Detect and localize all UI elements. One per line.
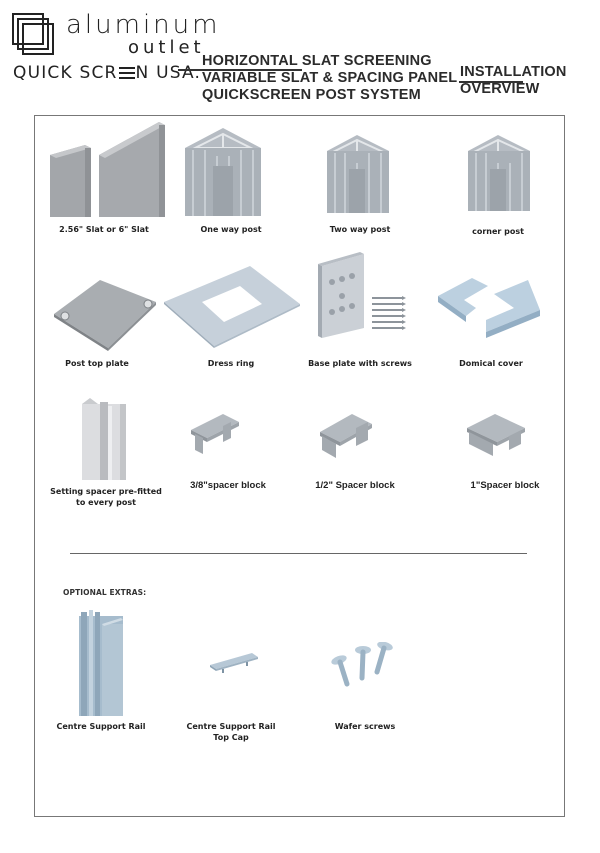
caption-setting-spacer-line2: to every post: [76, 498, 136, 507]
caption-wafer-screws: Wafer screws: [334, 722, 396, 731]
triple-bar-icon: [118, 67, 135, 79]
optional-extras-heading: OPTIONAL EXTRAS:: [63, 588, 147, 597]
setting-spacer-icon: [80, 396, 130, 480]
quick-screen-brand: QUICK SCR N USA.: [13, 63, 201, 83]
section-divider: [70, 553, 527, 554]
title-line-2: VARIABLE SLAT & SPACING PANEL: [202, 70, 458, 86]
components-frame: [34, 115, 565, 817]
caption-corner-post: corner post: [472, 227, 524, 236]
caption-domical-cover: Domical cover: [459, 359, 523, 368]
rail-top-cap-icon: [208, 651, 260, 673]
caption-spacer-3-8: 3/8"spacer block: [190, 480, 266, 491]
domical-cover-icon: [436, 270, 542, 340]
dress-ring-icon: [162, 262, 302, 348]
install-line-2: OVERVIEW: [460, 81, 540, 97]
caption-post-top-plate: Post top plate: [65, 359, 129, 368]
caption-two-way-post: Two way post: [329, 225, 391, 234]
base-plate-icon: [314, 252, 410, 340]
caption-one-way-post: One way post: [200, 225, 262, 234]
title-line-1: HORIZONTAL SLAT SCREENING: [202, 53, 432, 69]
brand-outlet: outlet: [128, 37, 205, 58]
slat-icon: [47, 120, 167, 220]
caption-spacer-1: 1"Spacer block: [470, 480, 540, 491]
centre-support-rail-icon: [77, 606, 125, 718]
install-line-1: INSTALLATION: [460, 64, 567, 80]
spacer-block-3-8-icon: [189, 410, 241, 456]
spacer-block-1-2-icon: [318, 410, 374, 460]
stacked-squares-icon: [12, 13, 56, 57]
caption-setting-spacer-line1: Setting spacer pre-fitted: [50, 487, 162, 496]
caption-centre-support-rail: Centre Support Rail: [56, 722, 146, 731]
installation-overview-heading: INSTALLATION OVERVIEW: [460, 64, 567, 98]
corner-post-icon: [466, 133, 532, 213]
title-line-3: QUICKSCREEN POST SYSTEM: [202, 87, 421, 103]
title-underline: [178, 69, 302, 71]
post-top-plate-icon: [52, 272, 158, 352]
caption-spacer-1-2: 1/2" Spacer block: [315, 480, 395, 491]
caption-base-plate: Base plate with screws: [308, 359, 412, 368]
document-title: HORIZONTAL SLAT SCREENING VARIABLE SLAT …: [202, 53, 457, 104]
brand-part2: N USA.: [135, 63, 202, 83]
brand-aluminum: aluminum: [66, 10, 221, 40]
brand-part1: QUICK SCR: [13, 63, 118, 83]
caption-dress-ring: Dress ring: [207, 359, 255, 368]
wafer-screws-icon: [329, 642, 401, 688]
caption-rail-top-cap-line2: Top Cap: [213, 733, 249, 742]
caption-rail-top-cap-line1: Centre Support Rail: [186, 722, 276, 731]
install-underline: [459, 81, 523, 83]
caption-slat: 2.56" Slat or 6" Slat: [59, 225, 149, 234]
spacer-block-1-icon: [465, 410, 527, 458]
one-way-post-icon: [183, 126, 263, 218]
two-way-post-icon: [325, 133, 391, 215]
